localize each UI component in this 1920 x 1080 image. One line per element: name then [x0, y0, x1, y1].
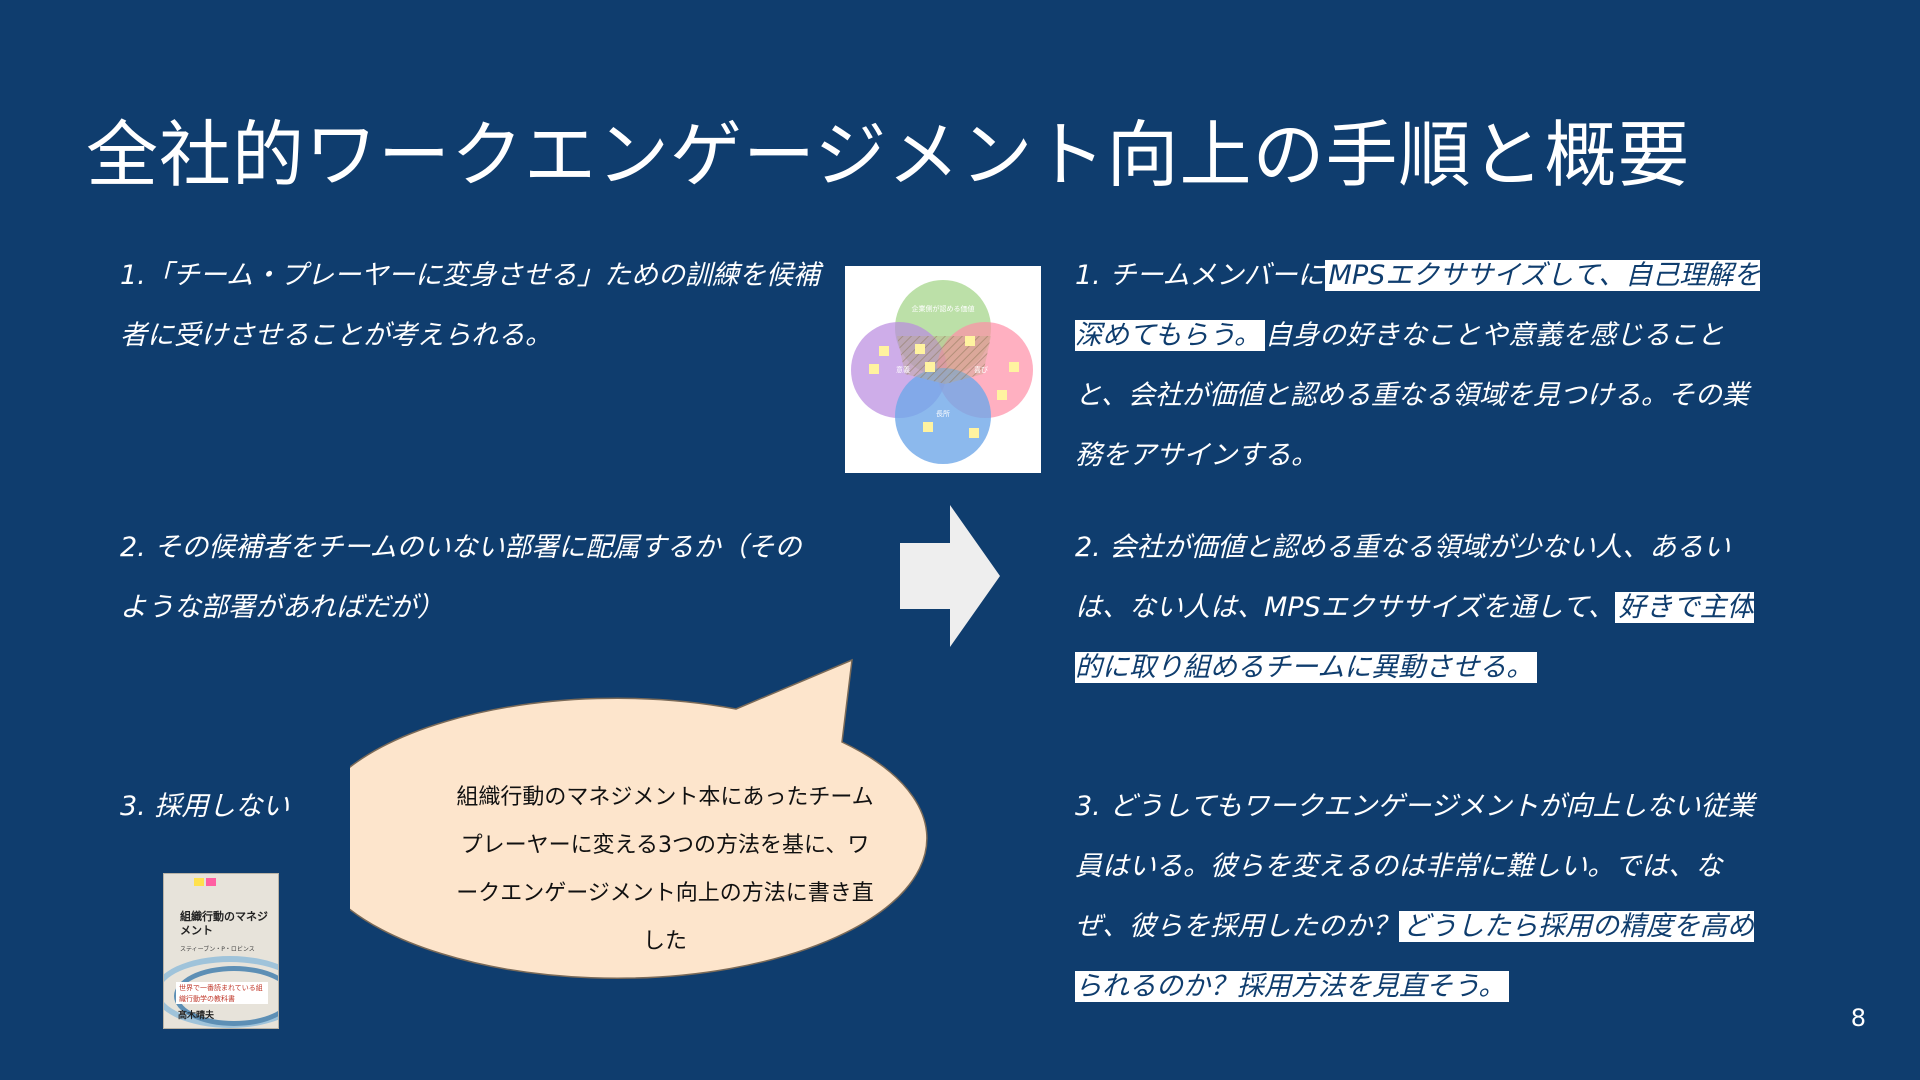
book-author: 髙木晴夫 [178, 1011, 215, 1021]
right-arrow-icon [900, 505, 1002, 651]
left-item-2: 2. その候補者をチームのいない部署に配属するか（そのような部署があればだが） [120, 532, 802, 623]
book-subtitle: スティーブン・P・ロビンス [180, 946, 255, 953]
right-item-2: 2. 会社が価値と認める重なる領域が少ない人、あるいは、ない人は、MPSエクササ… [1075, 518, 1775, 698]
book-tab-pink [206, 878, 216, 886]
venn-label-bottom: 長所 [936, 409, 950, 418]
book-band: 世界で一番読まれている組織行動学の教科書 [176, 982, 268, 1004]
callout-text: 組織行動のマネジメント本にあったチームプレーヤーに変える3つの方法を基に、ワーク… [456, 785, 874, 954]
callout-bubble [306, 655, 980, 1059]
right-item-1-pre: 1. チームメンバーに [1075, 260, 1325, 291]
left-item-3: 3. 採用しない [120, 791, 290, 822]
book-title: 組織行動のマネジメント [180, 910, 268, 937]
venn-label-right: 喜び [974, 365, 988, 374]
page-number: 8 [1850, 1004, 1866, 1032]
venn-label-top: 企業側が認める価値 [912, 304, 975, 313]
venn-label-left: 意義 [896, 365, 910, 374]
right-item-3: 3. どうしてもワークエンゲージメントが向上しない従業員はいる。彼らを変えるのは… [1075, 777, 1775, 1017]
venn-diagram-image: 企業側が認める価値 意義 喜び 長所 [845, 266, 1041, 473]
right-item-3-pre: 3. どうしてもワークエンゲージメントが向上しない従業員はいる。彼らを変えるのは… [1075, 791, 1755, 942]
book-cover-image: 組織行動のマネジメント スティーブン・P・ロビンス 世界で一番読まれている組織行… [163, 873, 279, 1029]
right-item-1-post: 自身の好きなことや意義を感じることと、会社が価値と認める重なる領域を見つける。そ… [1075, 320, 1749, 471]
right-item-2-pre: 2. 会社が価値と認める重なる領域が少ない人、あるいは、ない人は、MPSエクササ… [1075, 532, 1731, 623]
venn-circle-bottom [895, 368, 991, 464]
left-item-1: 1.「チーム・プレーヤーに変身させる」ための訓練を候補者に受けさせることが考えら… [120, 260, 820, 351]
slide-title: 全社的ワークエンゲージメント向上の手順と概要 [86, 113, 1691, 197]
book-tab-yellow [194, 878, 204, 886]
